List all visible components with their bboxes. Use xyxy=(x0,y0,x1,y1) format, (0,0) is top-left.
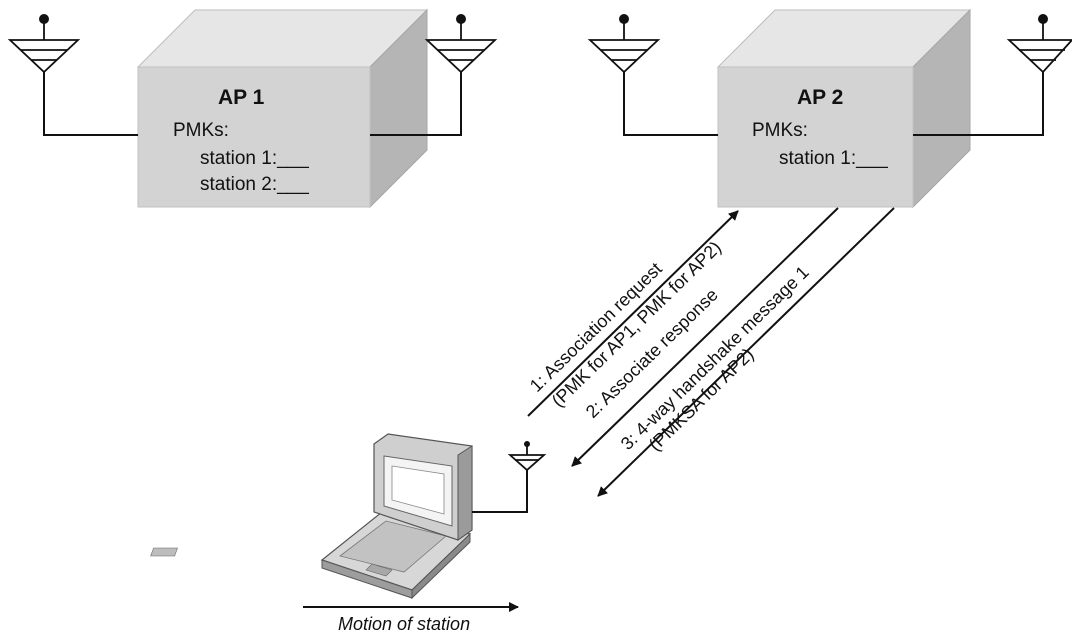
ap1-left-antenna-icon xyxy=(7,14,138,136)
access-point-2: AP 2 PMKs: station 1:___ xyxy=(716,8,972,209)
ap2-front-face xyxy=(717,66,914,208)
laptop-antenna-icon xyxy=(472,441,547,513)
handshake-message-arrow xyxy=(597,207,895,497)
association-request-arrow xyxy=(527,210,739,417)
ap1-front-face xyxy=(137,66,371,208)
ap2-title: AP 2 xyxy=(797,86,843,109)
ap1-title: AP 1 xyxy=(218,86,265,109)
laptop-station-icon xyxy=(150,433,473,600)
ap2-right-antenna-icon xyxy=(913,14,1072,136)
motion-caption: Motion of station xyxy=(338,614,470,634)
ap2-left-antenna-icon xyxy=(587,14,718,136)
ap1-entry-station-1: station 1:___ xyxy=(200,148,309,169)
ap2-entry-station-1: station 1:___ xyxy=(779,148,888,169)
access-point-1: AP 1 PMKs: station 1:___ station 2:___ xyxy=(136,8,429,209)
ap1-right-antenna-icon xyxy=(370,14,498,136)
ap2-pmks-label: PMKs: xyxy=(752,120,808,141)
ap1-pmks-label: PMKs: xyxy=(173,120,229,141)
ap1-entry-station-2: station 2:___ xyxy=(200,174,309,195)
associate-response-arrow xyxy=(571,207,839,467)
